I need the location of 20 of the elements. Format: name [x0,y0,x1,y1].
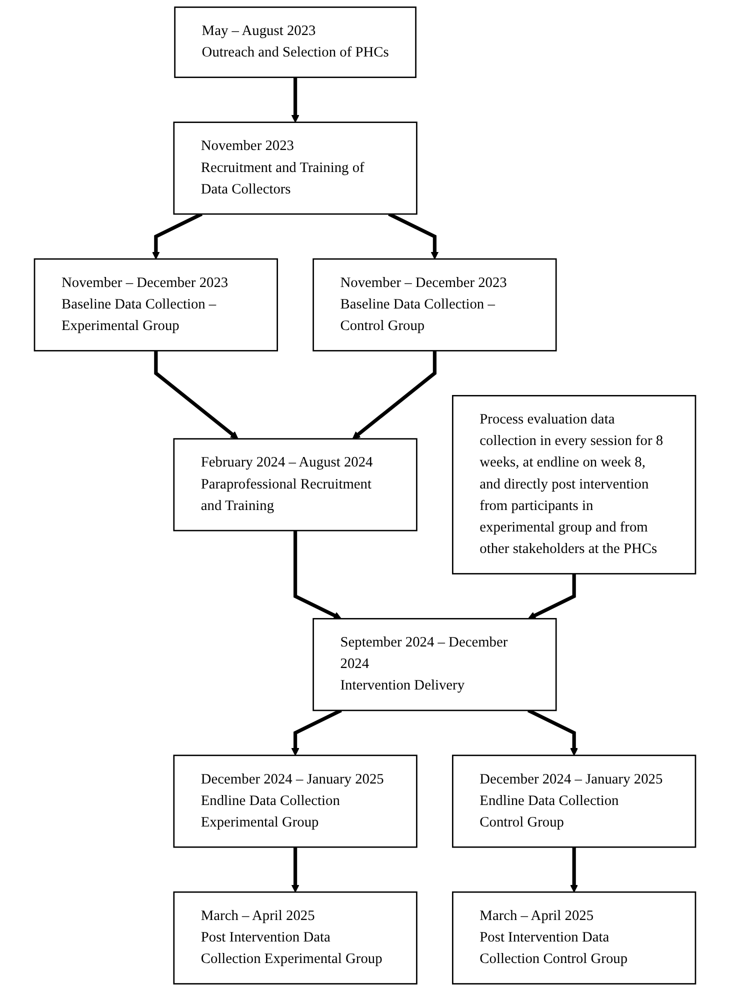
arrow [294,530,342,620]
arrow [528,574,576,620]
arrow [352,350,436,440]
node-box: May – August 2023 Outreach and Selection of PHCs [174,6,416,78]
node-box: November 2023 Recruitment and Training of Data Collectors [173,122,418,215]
node-box: December 2024 – January 2025 Endline Data Collection Control Group [452,754,696,848]
node-box: Process evaluation data collection in every session for 8 weeks, at endline on week 8, and directly post intervention from participants in experimental group and from other stakeholders at the PHCs [452,395,696,574]
arrow [291,708,342,756]
arrow [527,708,578,756]
node-box: March – April 2025 Post Intervention Data Collection Experimental Group [173,891,418,984]
node-box: December 2024 – January 2025 Endline Data Collection Experimental Group [173,754,418,848]
node-box: November – December 2023 Baseline Data Collection – Control Group [312,258,557,352]
arrow [291,77,300,123]
node-box: November – December 2023 Baseline Data Collection – Experimental Group [34,258,278,352]
arrow [570,847,578,892]
node-box: September 2024 – December 2024 Intervention Delivery [312,618,557,712]
node-box: March – April 2025 Post Intervention Data Collection Control Group [452,891,696,984]
node-box: February 2024 – August 2024 Paraprofessional Recruitment and Training [173,438,418,532]
arrow [154,350,238,440]
arrow [291,847,300,892]
